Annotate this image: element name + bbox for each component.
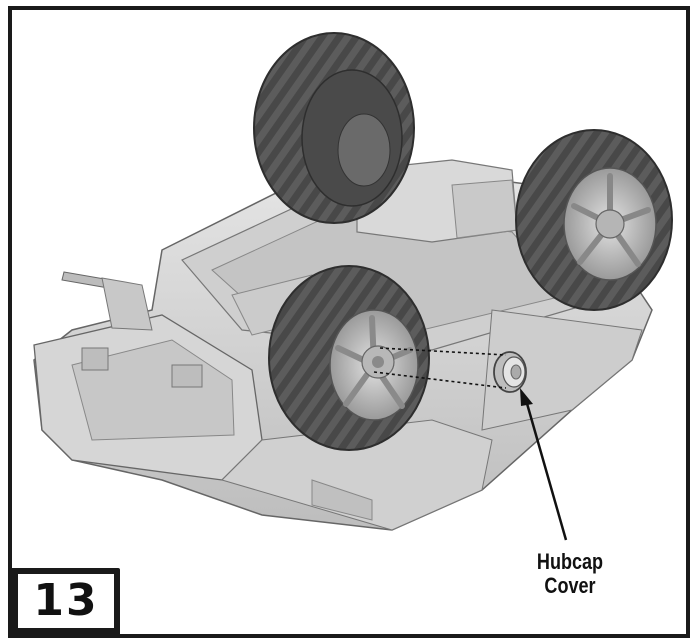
rear-wheel-right <box>515 129 673 311</box>
alignment-guide-lines <box>373 347 507 389</box>
callout-arrow <box>520 388 568 541</box>
hubcap-cover-label: Hubcap Cover <box>521 550 619 598</box>
front-wheel <box>268 265 430 451</box>
vehicle-body <box>33 159 653 531</box>
step-number-inner: 13 <box>18 574 114 628</box>
step-number-badge: 13 <box>12 568 120 634</box>
callout-line-1: Hubcap <box>536 549 604 574</box>
illustration-frame: Hubcap Cover 13 <box>8 6 690 638</box>
vehicle-underside-illustration <box>33 32 673 541</box>
callout-line-2: Cover <box>544 573 596 598</box>
rear-wheel-top <box>253 32 415 224</box>
step-number: 13 <box>33 575 99 626</box>
hubcap-cover-part <box>493 351 527 393</box>
